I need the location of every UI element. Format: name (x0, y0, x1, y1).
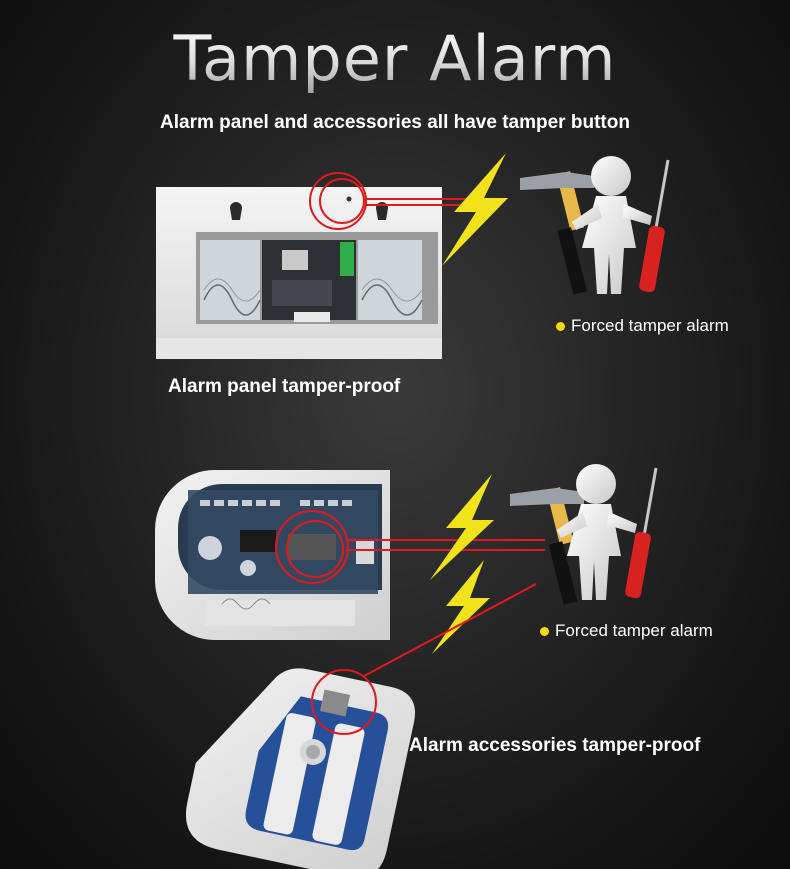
accessory-tamper-note-text: Forced tamper alarm (555, 621, 713, 640)
board-tamper-highlight (275, 510, 545, 584)
panel-caption: Alarm panel tamper-proof (168, 376, 401, 397)
lightning-bolt-icon (430, 474, 494, 580)
bullet-icon (556, 321, 565, 331)
panel-tamper-note: Forced tamper alarm (556, 316, 729, 336)
page-title: Tamper Alarm (0, 22, 790, 95)
sensor-tamper-highlight (311, 583, 537, 735)
figure-with-tools-icon (510, 464, 658, 605)
panel-tamper-note-text: Forced tamper alarm (571, 316, 729, 335)
bullet-icon (540, 626, 549, 636)
page-subtitle: Alarm panel and accessories all have tam… (160, 112, 630, 133)
panel-tamper-highlight (309, 172, 470, 230)
accessory-tamper-note: Forced tamper alarm (540, 621, 713, 641)
alarm-panel-image (156, 187, 442, 359)
lightning-bolt-icon (432, 560, 490, 654)
detector-board-image (155, 470, 390, 640)
accessory-sensor-image (186, 668, 415, 869)
figure-with-tools-icon (520, 156, 670, 295)
accessory-caption: Alarm accessories tamper-proof (409, 735, 701, 756)
lightning-bolt-icon (442, 153, 508, 266)
